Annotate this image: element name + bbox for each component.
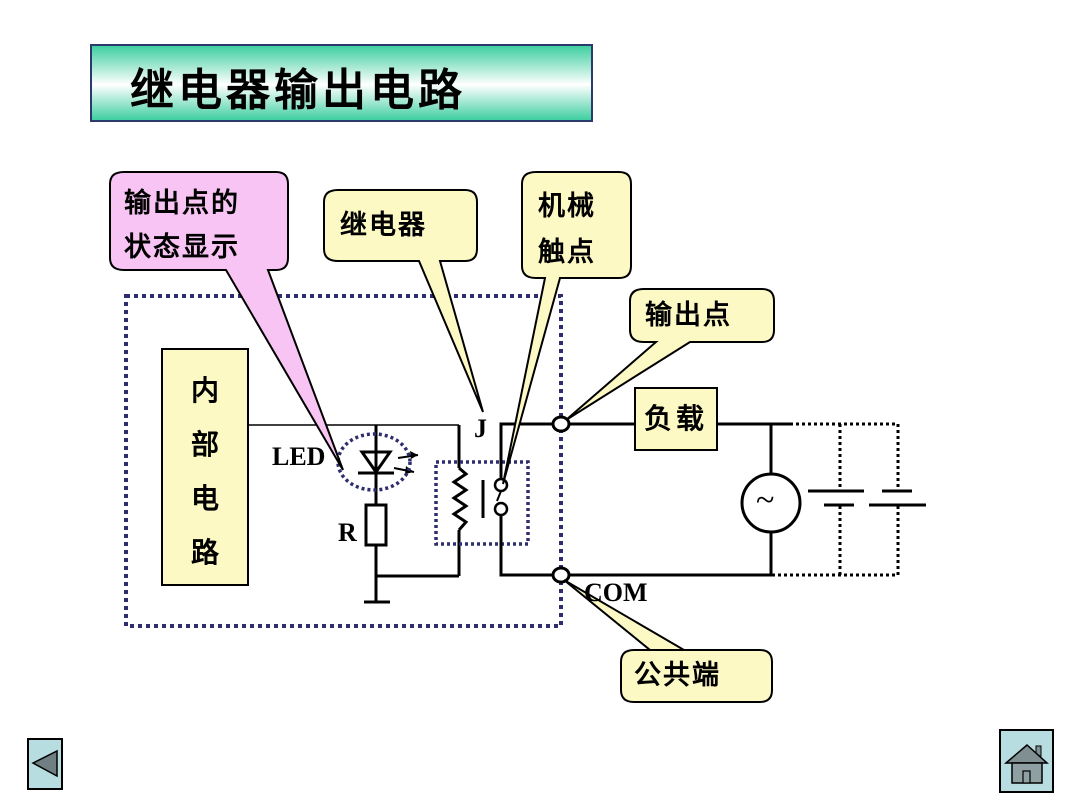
callout-line: 公共端	[634, 660, 721, 691]
callout-led-status	[109, 171, 344, 471]
title-banner: 继电器输出电路	[90, 44, 593, 122]
callout-line: 状态显示	[124, 232, 240, 263]
plc-boundary	[124, 294, 563, 628]
callout-line: 机械	[538, 191, 596, 222]
wire-contact-bottom	[499, 515, 560, 577]
callout-output-point-text: 输出点	[645, 296, 732, 336]
load-box: 负载	[634, 387, 718, 451]
back-button[interactable]	[27, 738, 63, 790]
contact-blade	[496, 490, 502, 502]
led-diode-icon	[359, 450, 393, 475]
dc-alt-wire-bottom	[775, 506, 900, 577]
led-arrowhead-1	[410, 451, 418, 459]
contact-lower-icon	[493, 501, 509, 517]
callout-contact	[502, 171, 632, 485]
callout-line: 输出点的	[124, 188, 240, 219]
resistor-icon	[364, 503, 388, 547]
relay-label: J	[474, 414, 487, 443]
contact-upper-icon	[493, 477, 509, 493]
internal-circuit-char: 路	[190, 536, 219, 569]
home-button[interactable]	[999, 729, 1054, 793]
callout-relay-text: 继电器	[340, 206, 427, 246]
triangle-left-icon	[31, 749, 58, 778]
home-icon	[1003, 744, 1049, 784]
callout-led-status-text: 输出点的 状态显示	[124, 182, 240, 270]
com-label: COM	[584, 578, 648, 607]
led-highlight-circle	[336, 432, 412, 492]
callout-common-text: 公共端	[634, 656, 721, 696]
callout-line: 触点	[538, 237, 596, 268]
dc-alt-wire-top	[790, 422, 900, 490]
ac-source-symbol: ~	[756, 482, 775, 519]
callout-line: 继电器	[340, 210, 427, 241]
internal-circuit-char: 内	[190, 374, 219, 407]
callout-relay	[323, 189, 484, 413]
internal-circuit-box: 内 部 电 路	[161, 348, 249, 586]
output-terminal-icon	[551, 415, 571, 433]
callout-line: 输出点	[645, 300, 732, 331]
callout-common	[563, 579, 773, 703]
com-terminal-icon	[551, 566, 571, 584]
wire-contact-top	[499, 422, 560, 478]
page-title: 继电器输出电路	[130, 65, 466, 116]
internal-circuit-char: 部	[190, 428, 219, 461]
relay-coil-icon	[451, 466, 469, 531]
resistor-label: R	[338, 518, 357, 547]
led-label: LED	[272, 442, 326, 471]
callout-output-point	[565, 288, 775, 421]
internal-circuit-char: 电	[190, 482, 219, 515]
relay-boundary	[434, 460, 530, 546]
callout-contact-text: 机械 触点	[538, 184, 596, 276]
